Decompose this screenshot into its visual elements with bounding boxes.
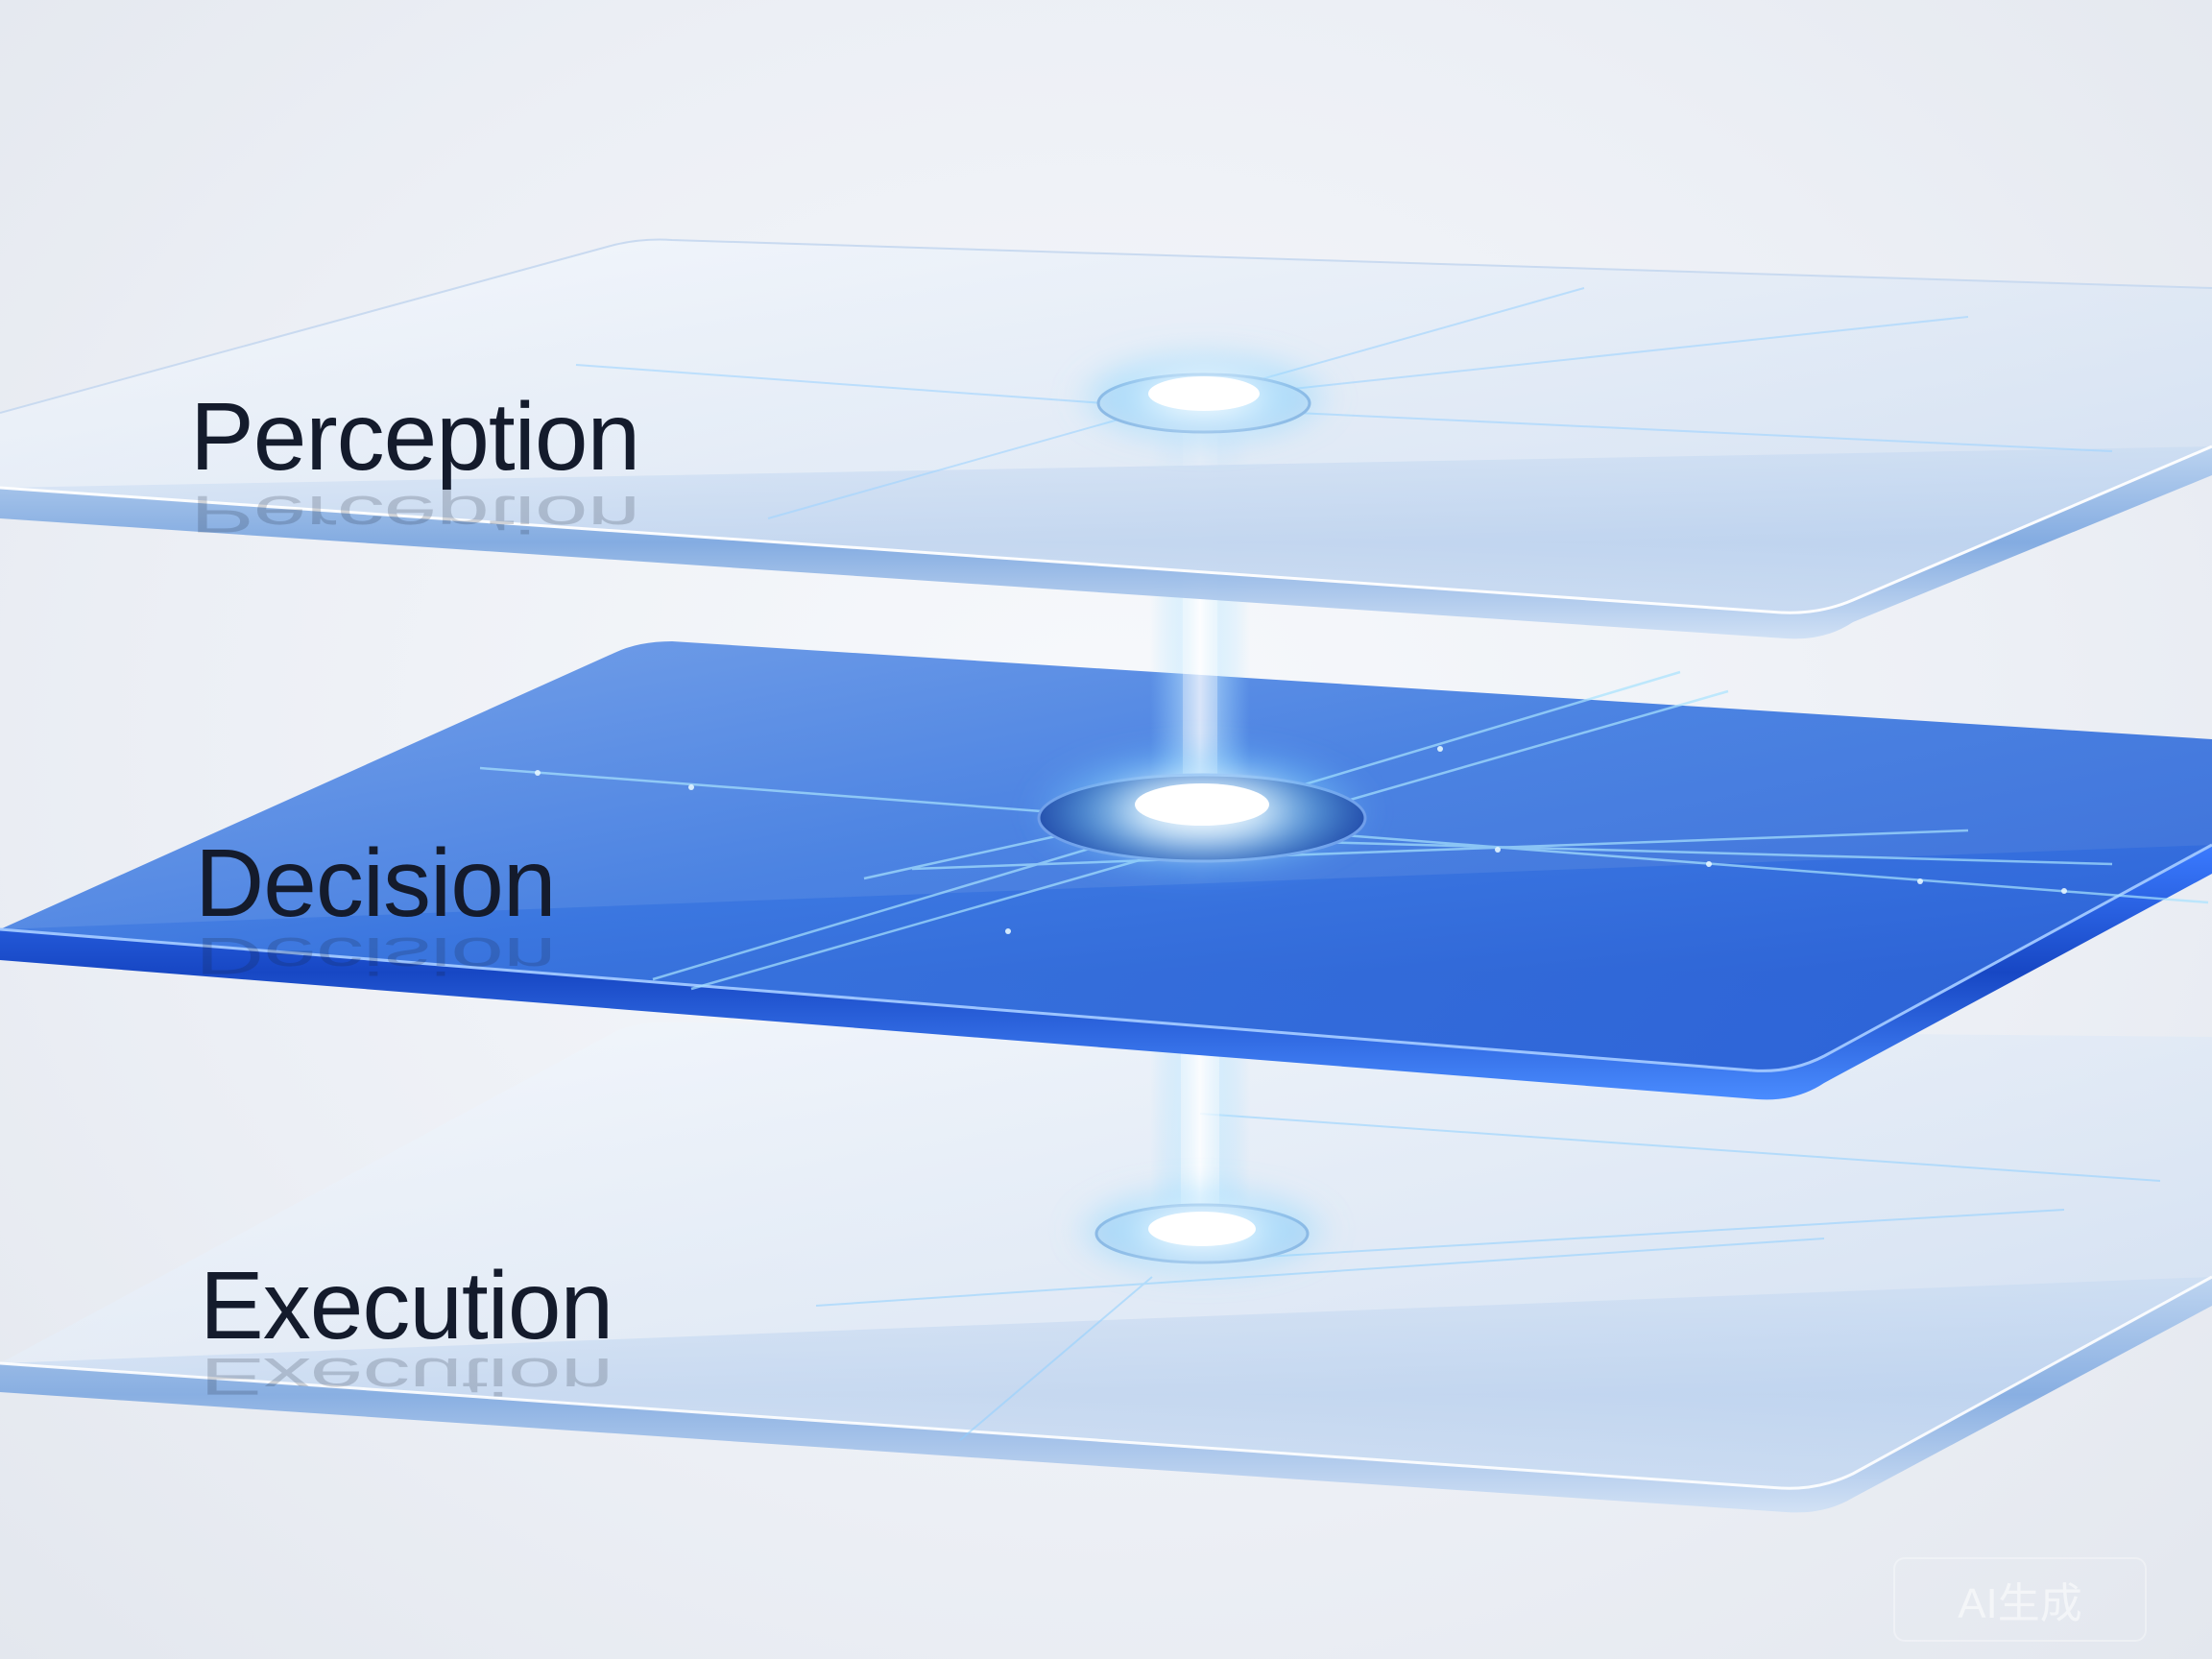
connector-node-icon	[1070, 348, 1338, 447]
layer-label-decision: Decision	[195, 830, 556, 937]
layer-label-perception: Perception	[190, 383, 640, 491]
connector-node-icon	[1068, 1183, 1336, 1279]
connector-node-icon	[1029, 744, 1375, 878]
watermark: AI生成	[1893, 1557, 2147, 1642]
layer-label-execution: Execution	[200, 1252, 613, 1359]
